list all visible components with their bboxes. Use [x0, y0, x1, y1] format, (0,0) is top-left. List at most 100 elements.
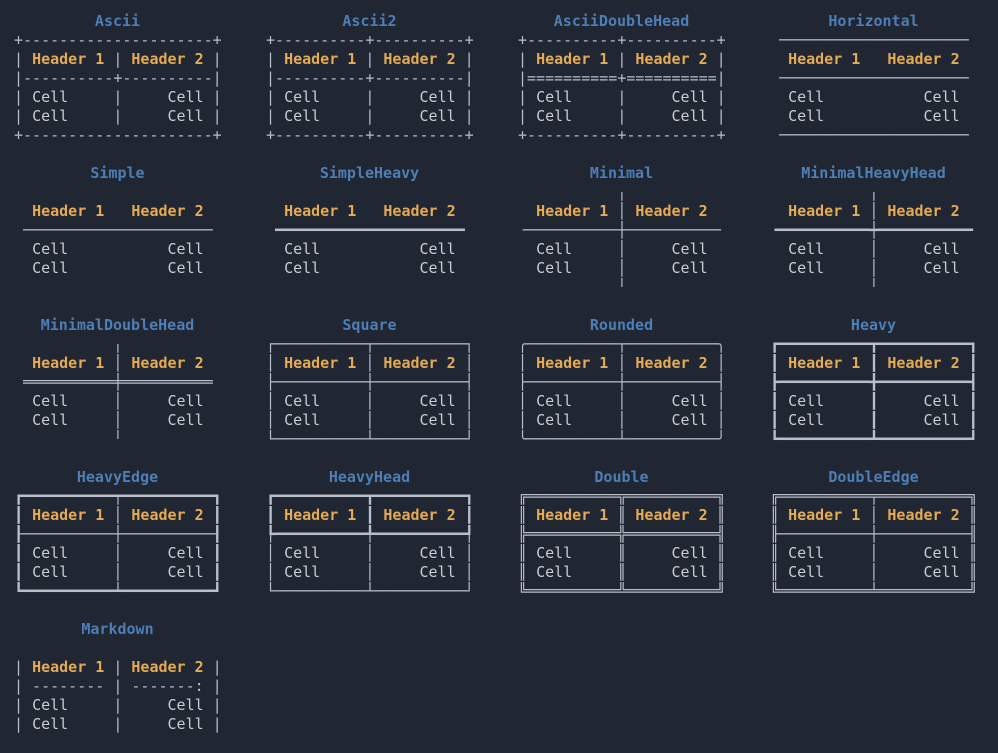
table-simple: Simple Header 1 Header 2 ───────────────… [14, 164, 221, 297]
cell-text: Cell [32, 107, 69, 125]
border-glyphs: │ [824, 240, 924, 258]
border-glyphs: └──────────┴──────────┘ [266, 582, 474, 600]
border-glyphs: ┃ [770, 354, 789, 372]
header-cell-text: Header 1 [32, 506, 105, 524]
cell-text: Cell [419, 240, 456, 258]
header-cell-text: Header 1 [284, 506, 357, 524]
border-glyphs [518, 240, 536, 258]
table-title: AsciiDoubleHead [553, 12, 690, 30]
border-glyphs: ┃ [860, 354, 888, 372]
cell-text: Cell [32, 392, 69, 410]
border-glyphs: | [518, 107, 537, 125]
border-glyphs: │ [266, 354, 285, 372]
table-box: +----------+----------+ | Header 1 | Hea… [266, 31, 474, 145]
table-box: ╭──────────┬──────────╮ │ Header 1 │ Hea… [518, 335, 726, 449]
border-glyphs: ┗━━━━━━━━━━┻━━━━━━━━━━┛ [770, 430, 978, 448]
border-glyphs: | [320, 107, 420, 125]
border-glyphs: ║ [959, 563, 978, 581]
border-glyphs: ║ [770, 544, 789, 562]
border-glyphs: ┃ [959, 392, 978, 410]
header-cell-text: Header 1 [788, 202, 861, 220]
border-glyphs [14, 354, 32, 372]
cell-text: Cell [167, 563, 204, 581]
cell-text: Cell [788, 107, 825, 125]
cell-text: Cell [32, 259, 69, 277]
table-box: ┏━━━━━━━━━━┳━━━━━━━━━━┓ ┃ Header 1 ┃ Hea… [266, 487, 474, 601]
cell-text: Cell [167, 715, 204, 733]
border-glyphs [204, 411, 222, 429]
border-glyphs: ╔══════════╦══════════╗ [518, 487, 726, 505]
cell-text: Cell [536, 240, 573, 258]
border-glyphs [770, 259, 788, 277]
border-glyphs [68, 240, 167, 258]
cell-text: Cell [536, 259, 573, 277]
border-glyphs: │ [356, 354, 384, 372]
border-glyphs: │ [68, 392, 168, 410]
header-cell-text: Header 2 [635, 506, 708, 524]
border-glyphs [266, 202, 284, 220]
table-title: Rounded [589, 316, 654, 334]
cell-text: Cell [32, 544, 69, 562]
border-glyphs: | [14, 50, 33, 68]
table-title: SimpleHeavy [319, 164, 420, 182]
border-glyphs: | [518, 88, 537, 106]
border-glyphs: ┃ [770, 392, 789, 410]
border-glyphs: │ [320, 392, 420, 410]
table-horizontal: Horizontal ───────────────────── Header … [770, 12, 977, 145]
header-cell-text: Header 1 [32, 202, 105, 220]
header-cell-text: Header 2 [383, 202, 456, 220]
border-glyphs: | -------- | -------: | [14, 677, 222, 695]
border-glyphs: | [203, 50, 222, 68]
border-glyphs: │ [824, 563, 924, 581]
cell-text: Cell [671, 544, 708, 562]
cell-text: Cell [167, 240, 204, 258]
border-glyphs [204, 354, 222, 372]
header-cell-text: Header 2 [635, 50, 708, 68]
border-glyphs: ╷ [770, 183, 978, 201]
cell-text: Cell [536, 544, 573, 562]
border-glyphs: ╷ [14, 335, 222, 353]
table-title: Ascii2 [342, 12, 397, 30]
border-glyphs: │ [455, 392, 474, 410]
border-glyphs: │ [68, 544, 168, 562]
cell-text: Cell [536, 107, 573, 125]
border-glyphs [770, 50, 788, 68]
border-glyphs: |----------+----------| [14, 69, 222, 87]
border-glyphs: ╶──────────┼──────────╴ [518, 221, 726, 239]
border-glyphs: ║ [572, 544, 672, 562]
cell-text: Cell [419, 411, 456, 429]
border-glyphs: │ [572, 259, 672, 277]
border-glyphs: | [455, 50, 474, 68]
header-cell-text: Header 2 [131, 506, 204, 524]
border-glyphs [204, 392, 222, 410]
border-glyphs: | [266, 107, 285, 125]
cell-text: Cell [284, 563, 321, 581]
border-glyphs [456, 240, 474, 258]
border-glyphs: ║ [959, 544, 978, 562]
header-cell-text: Header 1 [32, 658, 105, 676]
border-glyphs: ┌──────────┬──────────┐ [266, 335, 474, 353]
table-markdown: Markdown | Header 1 | Header 2 | | -----… [14, 620, 222, 753]
border-glyphs [770, 202, 788, 220]
cell-text: Cell [536, 88, 573, 106]
border-glyphs: │ [707, 411, 726, 429]
table-box: ╷ Header 1 │ Header 2 ╺━━━━━━━━━━┿━━━━━━… [770, 183, 978, 297]
header-cell-text: Header 2 [131, 354, 204, 372]
border-glyphs: | [572, 88, 672, 106]
table-asciidoublehead: AsciiDoubleHead +----------+----------+ |… [518, 12, 726, 145]
border-glyphs: ┣━━━━━━━━━━╋━━━━━━━━━━┫ [770, 373, 978, 391]
border-glyphs: | [707, 107, 726, 125]
border-glyphs: │ [320, 411, 420, 429]
header-cell-text: Header 1 [32, 354, 105, 372]
border-glyphs: ━━━━━━━━━━━━━━━━━━━━━ [266, 221, 474, 239]
border-glyphs: +----------+----------+ [518, 126, 726, 144]
border-glyphs [14, 240, 32, 258]
border-glyphs: ╟──────────┼──────────╢ [770, 525, 978, 543]
border-glyphs: | [455, 107, 474, 125]
cell-text: Cell [167, 107, 204, 125]
cell-text: Cell [923, 411, 960, 429]
border-glyphs: ╭──────────┬──────────╮ [518, 335, 726, 353]
table-title: Heavy [850, 316, 897, 334]
border-glyphs: ┃ [14, 506, 33, 524]
cell-text: Cell [923, 392, 960, 410]
